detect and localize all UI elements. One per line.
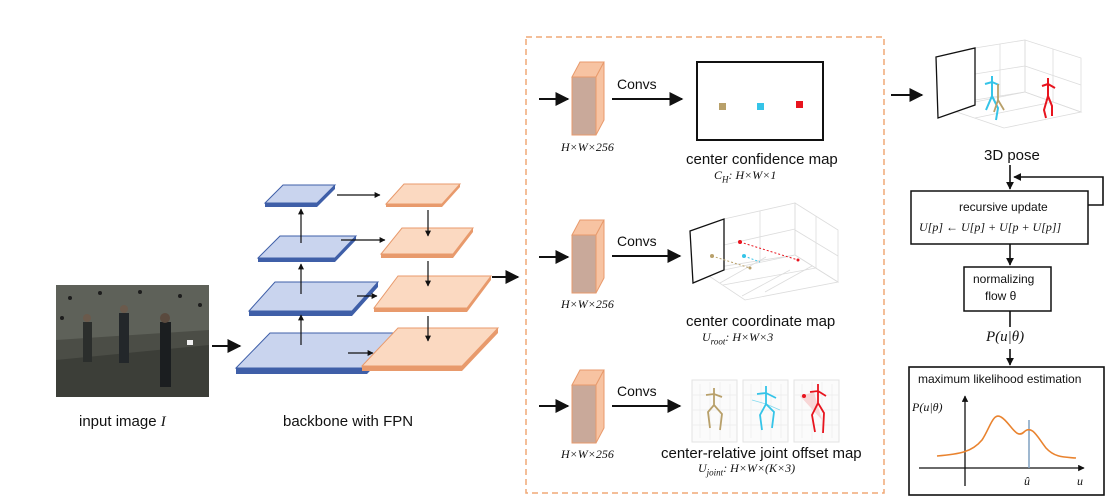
map-formula-2: Uroot: H×W×3 [702,330,774,347]
heads-container [525,36,885,494]
recursive-update-title: recursive update [959,200,1048,214]
center-coordinate-map [689,202,840,301]
backbone-caption: backbone with FPN [283,413,414,430]
mle-plot [919,395,1085,486]
recursive-update-box [910,190,1089,245]
flow-line-1: normalizing [973,272,1035,286]
fpn-orange-layers [360,183,500,371]
input-image [56,285,209,397]
center-confidence-map [696,61,824,141]
map-title-1: center confidence map [686,151,838,168]
head-1-block [539,61,684,136]
head-3-block [539,369,682,444]
map-title-3: center-relative joint offset map [661,445,862,462]
recursive-update-formula: U[p] ← U[p] + U[p + U[p]] [919,220,1062,234]
input-caption: input image I [79,413,166,430]
mle-uhat: û [1024,474,1030,488]
pose-caption: 3D pose [984,147,1040,164]
recursion-loop-arrow [1013,173,1104,206]
center-marker-red [796,101,803,108]
map-formula-1: CH: H×W×1 [714,168,777,185]
head-2-block [539,219,682,294]
joint-offset-maps [691,379,840,443]
center-marker-tan [719,103,726,110]
conv-label-1: Convs [617,76,657,92]
flow-line-2: flow θ [985,289,1017,303]
mle-title: maximum likelihood estimation [918,372,1082,386]
tensor-shape-1: H×W×256 [561,140,614,154]
mle-ylabel: P(u|θ) [912,400,943,414]
mle-box [908,366,1105,496]
map-title-2: center coordinate map [686,313,836,330]
lateral-arrows [337,192,386,356]
prob-label: P(u|θ) [986,329,1025,345]
map-formula-3: Ujoint: H×W×(K×3) [698,461,796,478]
pose-3d-plot [935,39,1083,129]
center-marker-cyan [757,103,764,110]
offset-map-cyan [742,379,789,443]
conv-label-3: Convs [617,383,657,399]
conv-label-2: Convs [617,233,657,249]
likelihood-curve [936,415,1077,459]
tensor-shape-3: H×W×256 [561,447,614,461]
offset-map-red [793,379,840,443]
tensor-shape-2: H×W×256 [561,297,614,311]
mle-xlabel: u [1077,474,1083,488]
normalizing-flow-box [963,266,1052,312]
backbone-blue-layers [234,184,403,374]
offset-map-tan [691,379,738,443]
